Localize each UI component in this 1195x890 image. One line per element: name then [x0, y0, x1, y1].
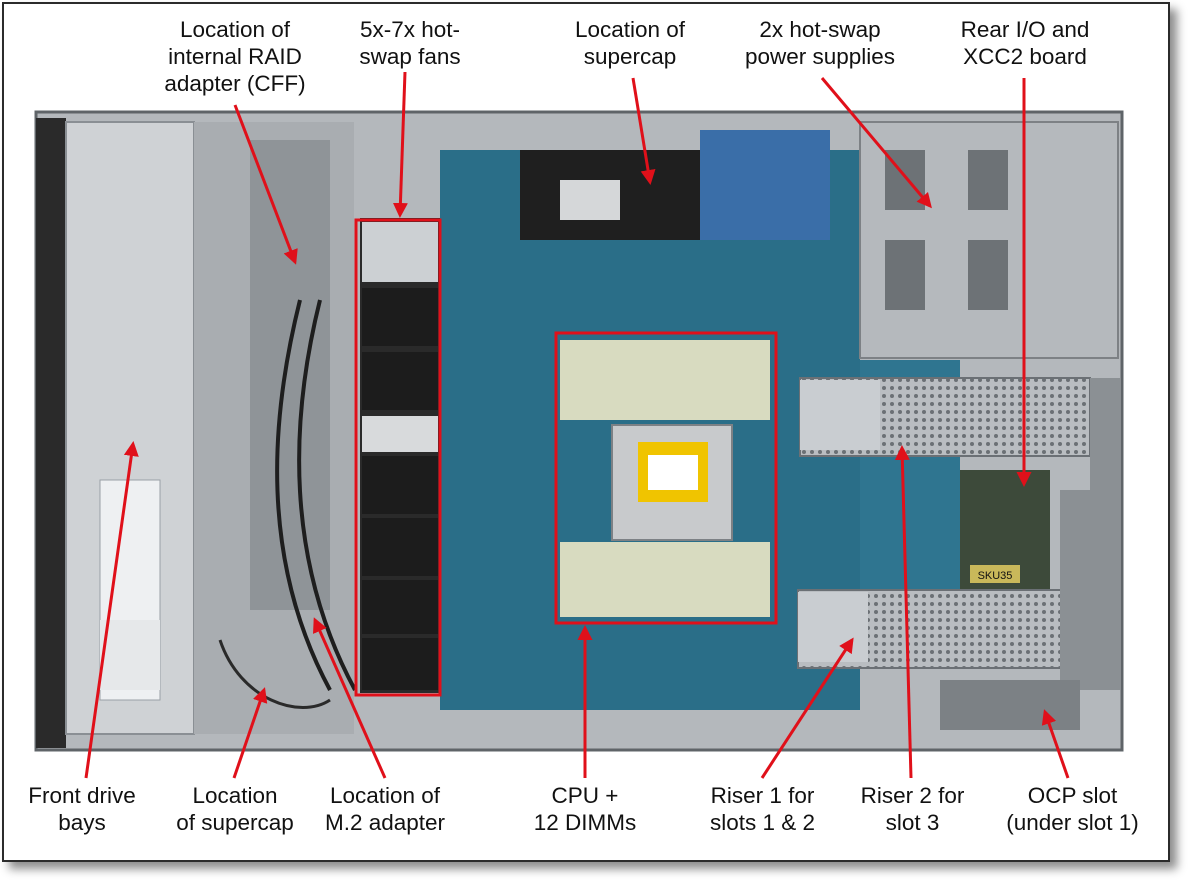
- arrow-riser1: [760, 637, 854, 779]
- arrow-riser2: [894, 445, 913, 779]
- fans-highlight-box: [354, 218, 442, 697]
- supercap-holder-top: [520, 150, 700, 240]
- label-front-drive-bays: Front drive bays: [28, 783, 136, 835]
- label-raid-adapter: Location of internal RAID adapter (CFF): [164, 17, 306, 96]
- label-riser-1: Riser 1 for slots 1 & 2: [709, 783, 816, 835]
- label-ocp-slot: OCP slot (under slot 1): [1006, 783, 1139, 835]
- label-fans: 5x-7x hot- swap fans: [359, 17, 461, 69]
- label-rear-io: Rear I/O and XCC2 board: [960, 17, 1090, 69]
- arrow-raid: [233, 104, 298, 265]
- arrow-psu: [820, 77, 932, 209]
- arrow-m2: [313, 617, 387, 779]
- front-drive-bays: [36, 118, 195, 748]
- fan-bank: [360, 218, 440, 693]
- backplane-area: [194, 122, 357, 734]
- cpu-and-dimms: [560, 340, 770, 617]
- label-cpu-dimms: CPU + 12 DIMMs: [533, 783, 637, 835]
- arrow-front-bays: [84, 441, 139, 779]
- sku-text: SKU35: [978, 570, 1013, 582]
- label-supercap-bottom: Location of supercap: [176, 783, 294, 835]
- label-supercap-top: Location of supercap: [574, 17, 686, 69]
- arrow-fans: [392, 71, 408, 218]
- arrow-ocp: [1041, 709, 1070, 779]
- label-m2-adapter: Location of M.2 adapter: [324, 783, 446, 835]
- label-power-supplies: 2x hot-swap power supplies: [744, 17, 896, 69]
- label-riser-2: Riser 2 for slot 3: [860, 783, 965, 835]
- cpu-highlight-box: [554, 331, 778, 625]
- arrow-supercap-bottom: [232, 687, 268, 779]
- riser-2: [799, 377, 1120, 498]
- ocp-slot: [940, 680, 1080, 730]
- power-supplies: [859, 121, 1119, 359]
- riser-1: [797, 490, 1120, 690]
- arrow-supercap-top: [631, 77, 656, 185]
- callout-arrows: [84, 71, 1070, 779]
